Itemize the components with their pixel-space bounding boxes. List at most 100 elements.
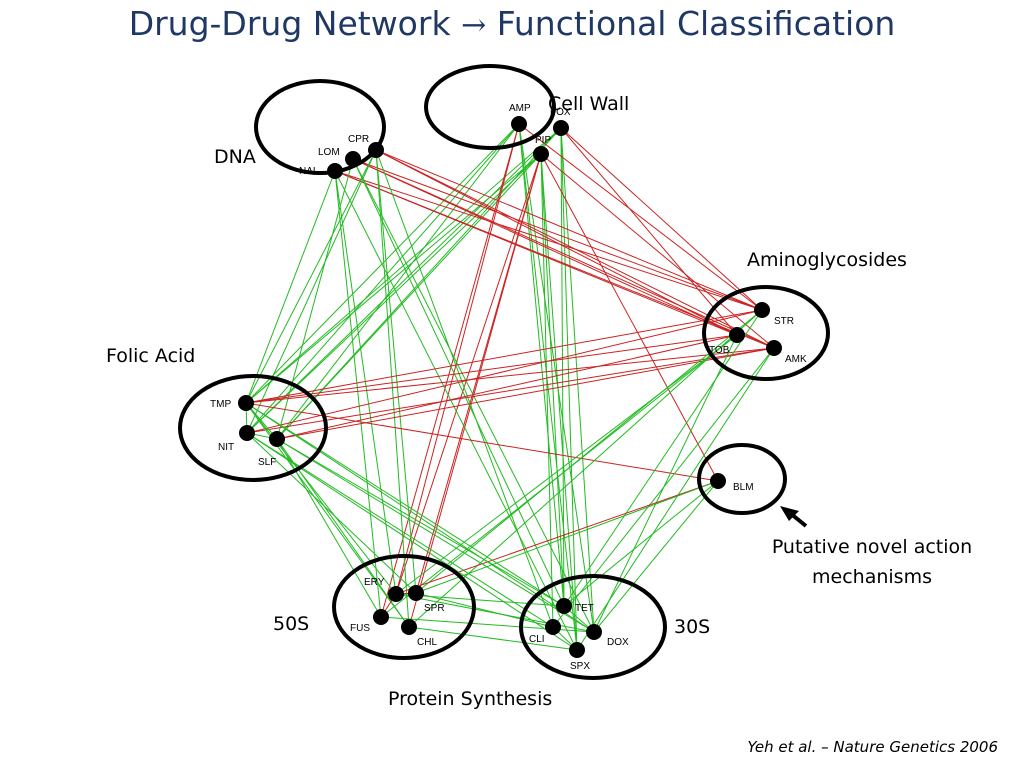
node-label-amk: AMK — [785, 354, 807, 365]
30s-group-outline — [519, 574, 667, 680]
folic-acid-group-outline — [178, 374, 328, 482]
edge-slf-fus — [276, 438, 382, 618]
node-blm — [710, 473, 726, 489]
edge-blm-spr — [415, 480, 719, 594]
blm-group-outline — [697, 443, 787, 515]
note-line-1: Putative novel action — [771, 536, 973, 558]
node-cli — [545, 619, 561, 635]
node-nit — [239, 425, 255, 441]
title-right: Functional Classification — [496, 4, 896, 43]
edge-pip-amk — [540, 153, 775, 349]
edge-pip-tet — [540, 153, 565, 607]
node-spx — [569, 642, 585, 658]
edge-amk-nit — [246, 347, 775, 434]
edge-amp-tet — [518, 123, 565, 607]
edge-cpr-tmp — [245, 149, 377, 404]
aminoglycosides-label: Aminoglycosides — [747, 249, 907, 271]
edge-ery-dox — [395, 593, 595, 633]
edge-tob-ery — [395, 334, 738, 595]
node-fus — [373, 609, 389, 625]
edge-lom-amk — [352, 158, 775, 349]
node-label-spr: SPR — [424, 603, 445, 614]
node-str — [754, 302, 770, 318]
node-label-cpr: CPR — [348, 134, 369, 145]
edge-cpr-cli — [375, 149, 554, 628]
edge-amp-dox — [518, 123, 595, 633]
edge-cpr-chl — [375, 149, 410, 628]
node-lom — [345, 151, 361, 167]
edge-lom-tob — [352, 158, 738, 336]
title-arrow: → — [461, 8, 487, 43]
edge-nal-spx — [334, 170, 578, 651]
node-label-tmp: TMP — [210, 399, 231, 410]
edge-slf-dox — [276, 438, 595, 633]
edge-slf-tet — [276, 438, 565, 607]
edge-amk-tmp — [245, 347, 775, 404]
edge-str-tmp — [245, 309, 763, 404]
edge-pip-nit — [246, 153, 542, 434]
node-spr — [408, 585, 424, 601]
node-tmp — [238, 395, 254, 411]
edge-fox-str — [560, 127, 763, 311]
node-label-pip: PIP — [535, 135, 551, 146]
title-left: Drug-Drug Network — [128, 4, 451, 43]
slide-title: Drug-Drug Network → Functional Classific… — [0, 4, 1024, 43]
node-label-slf: SLF — [258, 457, 276, 468]
node-label-tet: TET — [575, 603, 594, 614]
dna-label: DNA — [214, 146, 256, 168]
edge-nal-tmp — [245, 170, 336, 404]
aminoglycosides-group-outline — [702, 285, 830, 381]
node-label-spx: SPX — [570, 661, 590, 672]
edge-lom-dox — [352, 158, 595, 633]
edge-tob-tmp — [245, 334, 738, 404]
node-chl — [401, 619, 417, 635]
edge-spr-cli — [415, 592, 554, 628]
node-label-ery: ERY — [364, 577, 385, 588]
node-cpr — [368, 142, 384, 158]
node-label-nit: NIT — [218, 442, 234, 453]
node-label-lom: LOM — [318, 147, 340, 158]
edge-amp-spx — [518, 123, 578, 651]
node-label-tob: TOB — [709, 345, 730, 356]
edges-layer — [245, 123, 775, 651]
edge-tmp-ery — [245, 402, 397, 595]
node-pip — [533, 146, 549, 162]
node-tet — [556, 598, 572, 614]
node-amp — [511, 116, 527, 132]
edge-fox-tob — [560, 127, 738, 336]
putative-mechanisms-note: Putative novel action mechanisms — [758, 532, 986, 592]
node-slf — [269, 431, 285, 447]
node-amk — [766, 340, 782, 356]
edge-str-spr — [415, 309, 763, 594]
edge-pip-tmp — [245, 153, 542, 404]
cell-wall-label: Cell Wall — [548, 93, 630, 115]
node-ery — [388, 586, 404, 602]
node-nal — [327, 163, 343, 179]
edge-str-nit — [246, 309, 763, 434]
edge-pip-ery — [395, 153, 542, 595]
folic-acid-label: Folic Acid — [106, 345, 196, 367]
node-tob — [729, 327, 745, 343]
node-label-dox: DOX — [607, 637, 629, 648]
group-outlines — [178, 64, 830, 680]
50s-label: 50S — [273, 613, 310, 635]
edge-pip-spx — [540, 153, 578, 651]
edge-tob-dox — [593, 334, 738, 633]
edge-tmp-tet — [245, 402, 565, 607]
edge-ery-tet — [395, 593, 565, 607]
edge-lom-str — [352, 158, 763, 311]
edge-tmp-blm — [245, 402, 719, 482]
edge-nit-cli — [246, 432, 554, 628]
edge-str-tet — [563, 309, 763, 607]
edge-amk-spx — [576, 347, 775, 651]
edge-fox-tet — [560, 127, 565, 607]
edge-chl-spx — [408, 626, 578, 651]
edge-amk-slf — [276, 347, 775, 440]
node-label-blm: BLM — [733, 482, 754, 493]
dna-group-outline — [254, 79, 386, 175]
50s-group-outline — [332, 554, 476, 660]
edge-tob-slf — [276, 334, 738, 440]
protein-synthesis-label: Protein Synthesis — [388, 688, 553, 710]
node-label-nal: NAL — [299, 166, 319, 177]
